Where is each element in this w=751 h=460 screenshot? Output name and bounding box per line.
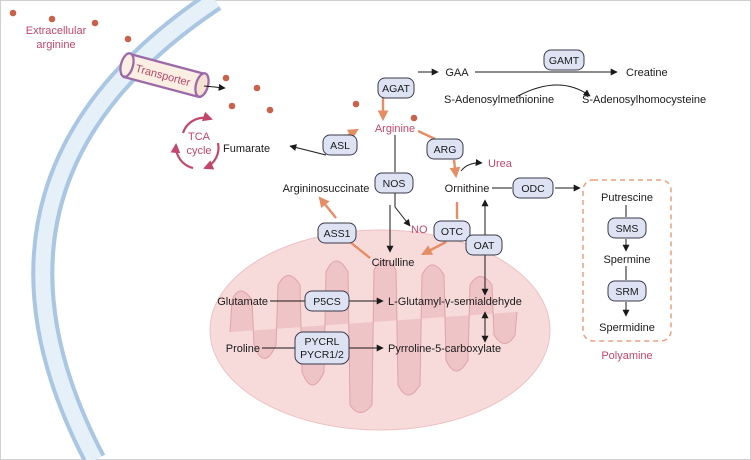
enzyme-asl: ASL [322, 134, 358, 156]
sah-label: S-Adenosylhomocysteine [582, 94, 706, 106]
fumarate-label: Fumarate [223, 143, 270, 155]
p5cs-label: P5CS [313, 296, 340, 308]
otc-label: OTC [441, 226, 464, 238]
polyamine-label: Polyamine [601, 350, 652, 362]
extracellular-label-line1: Extracellular [26, 25, 87, 37]
enzyme-oat: OAT [465, 234, 503, 256]
odc-label: ODC [521, 183, 545, 195]
argininosuccinate-label: Argininosuccinate [283, 183, 370, 195]
tca-cycle [170, 111, 220, 170]
transporter: Transporter [119, 52, 210, 99]
srm-label: SRM [615, 286, 638, 298]
glutamyl-label: L-Glutamyl-γ-semialdehyde [388, 296, 522, 308]
enzyme-nodes: AGAT GAMT ASL ARG NOS ODC ASS1 OTC [294, 49, 647, 365]
enzyme-srm: SRM [607, 280, 647, 302]
pycr12-label: PYCR1/2 [300, 349, 344, 361]
enzyme-arg: ARG [426, 138, 464, 160]
tca-label-line1: TCA [188, 131, 211, 143]
sms-label: SMS [616, 223, 639, 235]
nos-label: NOS [383, 178, 406, 190]
metabolite-labels: Fumarate Arginine GAA Creatine S-Adenosy… [217, 67, 706, 362]
enzyme-nos: NOS [374, 172, 414, 194]
enzyme-ass1: ASS1 [317, 222, 357, 244]
gamt-label: GAMT [549, 55, 580, 67]
spermine-label: Spermine [603, 254, 650, 266]
citrulline-label: Citrulline [372, 257, 415, 269]
urea-label: Urea [488, 158, 513, 170]
enzyme-p5cs: P5CS [304, 290, 350, 312]
putrescine-label: Putrescine [601, 192, 653, 204]
enzyme-gamt: GAMT [543, 49, 585, 71]
sam-label: S-Adenosylmethionine [444, 94, 554, 106]
p5c-label: Pyrroline-5-carboxylate [388, 343, 501, 355]
glutamate-label: Glutamate [217, 296, 268, 308]
proline-label: Proline [226, 343, 260, 355]
no-label: NO [411, 224, 428, 236]
asl-label: ASL [330, 140, 350, 152]
transport-arrow [203, 83, 226, 91]
arginine-molecules [9, 9, 418, 122]
extracellular-label-line2: arginine [36, 39, 75, 51]
arginine-label: Arginine [375, 123, 415, 135]
pycrl-label: PYCRL [304, 336, 339, 348]
spermidine-label: Spermidine [599, 322, 655, 334]
tca-label-line2: cycle [186, 145, 211, 157]
ass1-label: ASS1 [324, 228, 351, 240]
polyamine-box [582, 179, 672, 342]
ornithine-label: Ornithine [445, 183, 490, 195]
enzyme-pycr: PYCRL PYCR1/2 [294, 331, 350, 365]
enzyme-odc: ODC [512, 177, 554, 199]
enzyme-otc: OTC [433, 220, 471, 242]
oat-label: OAT [474, 240, 495, 252]
enzyme-sms: SMS [607, 217, 647, 239]
arg-label: ARG [434, 144, 457, 156]
enzyme-agat: AGAT [377, 77, 415, 99]
agat-label: AGAT [382, 83, 410, 95]
cell-membrane [31, 0, 222, 460]
mitochondrion [209, 229, 551, 431]
creatine-label: Creatine [626, 67, 668, 79]
gaa-label: GAA [445, 67, 469, 79]
